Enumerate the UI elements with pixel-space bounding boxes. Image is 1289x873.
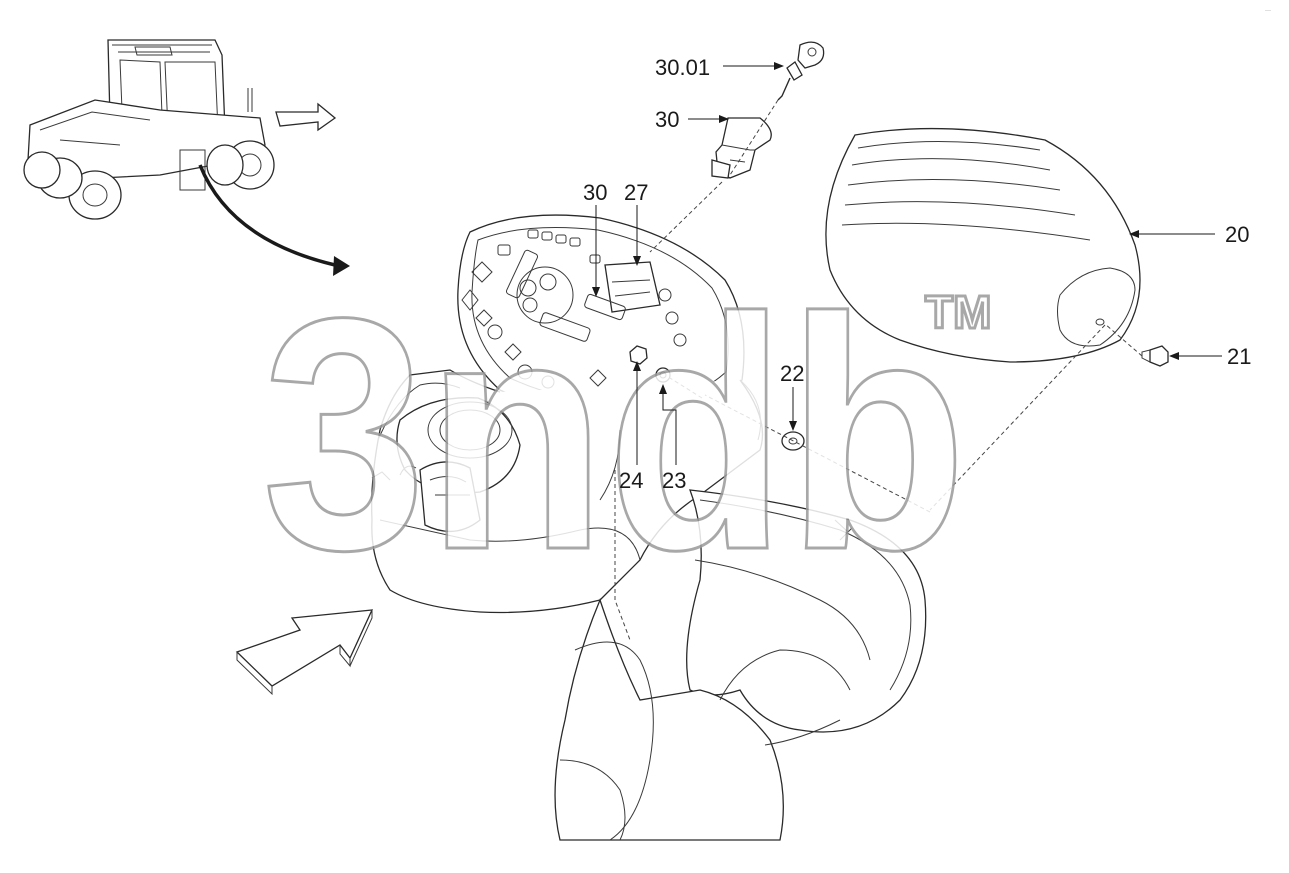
callout-27: 27 <box>624 180 648 205</box>
corner-mark: ··· <box>1265 8 1271 14</box>
callout-23: 23 <box>662 468 686 493</box>
assembly-lines <box>599 99 1143 641</box>
callout-leaders <box>592 62 1222 465</box>
svg-text:3ndb: 3ndb <box>262 249 967 618</box>
callout-labels: 30.01 30 30 27 20 21 22 24 23 <box>583 55 1251 493</box>
callout-20: 20 <box>1225 222 1249 247</box>
callout-30-switch: 30 <box>655 107 679 132</box>
key-part-30-01 <box>777 41 825 101</box>
callout-24: 24 <box>619 468 643 493</box>
direction-arrow-icon <box>235 609 374 696</box>
svg-text:TM: TM <box>925 286 991 338</box>
callout-21: 21 <box>1227 344 1251 369</box>
screw-part-21 <box>1141 345 1169 367</box>
callout-30-01: 30.01 <box>655 55 710 80</box>
cover-part-20 <box>825 127 1141 363</box>
vehicle-overview-illustration <box>23 39 350 276</box>
operator-console-illustration <box>371 214 927 841</box>
ignition-switch-part-30 <box>711 117 772 179</box>
callout-22: 22 <box>780 361 804 386</box>
watermark-logo: 3ndb TM <box>261 248 993 620</box>
callout-30-panel: 30 <box>583 180 607 205</box>
